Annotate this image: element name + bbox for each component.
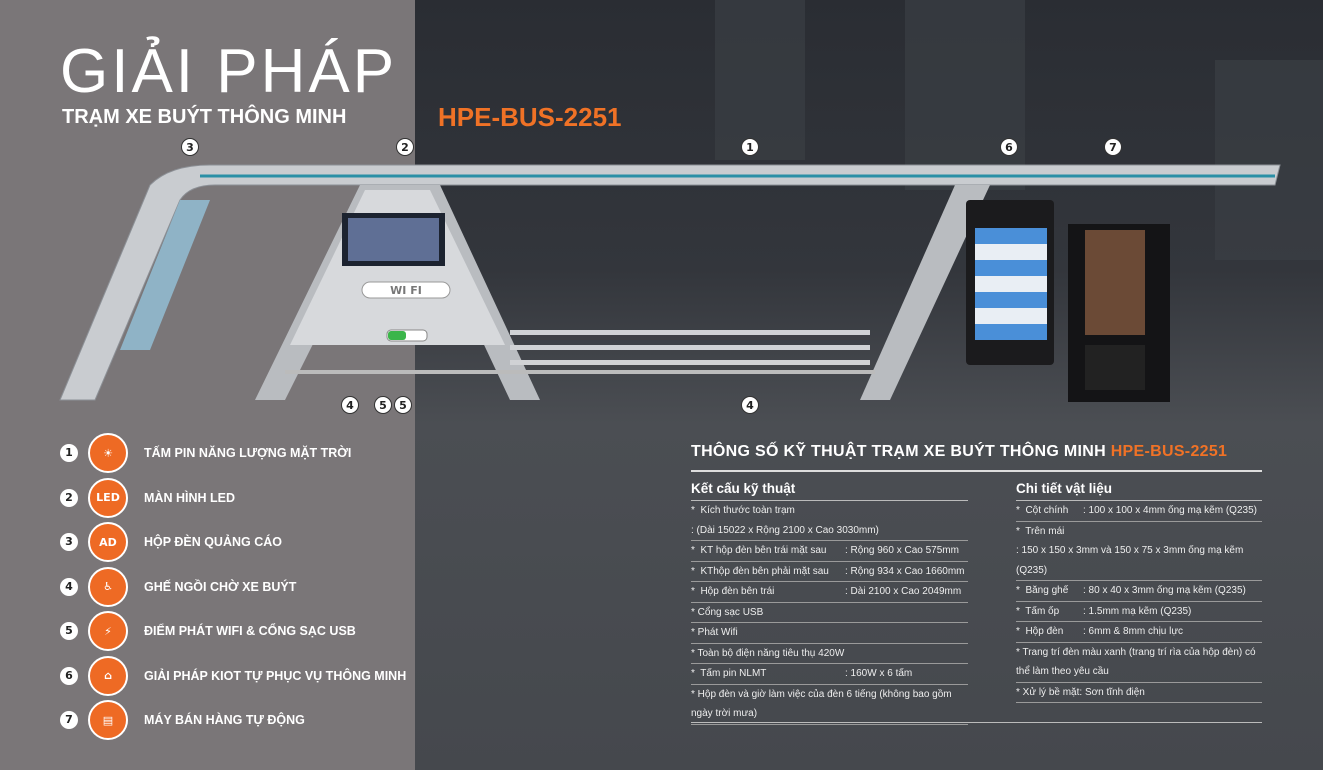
legend-number: 3: [60, 533, 78, 551]
spec-key: * Kích thước toàn trạm: [691, 505, 795, 516]
materials-table: Chi tiết vật liệu * Cột chính : 100 x 100…: [1016, 478, 1262, 703]
structure-table: Kết cấu kỹ thuật * Kích thước toàn trạm:…: [691, 478, 968, 725]
legend-label: HỘP ĐÈN QUẢNG CÁO: [144, 535, 282, 549]
legend-label: TẤM PIN NĂNG LƯỢNG MẶT TRỜI: [144, 446, 352, 460]
legend-label: MÀN HÌNH LED: [144, 490, 235, 505]
spec-key: * Băng ghế: [1016, 585, 1069, 596]
wifi-battery-icon: ⚡: [88, 611, 128, 651]
spec-key: * Toàn bộ điện năng tiêu thụ 420W: [691, 647, 845, 659]
marker-1: 1: [741, 138, 759, 156]
legend-item: 1 ☀ TẤM PIN NĂNG LƯỢNG MẶT TRỜI: [60, 433, 351, 473]
materials-heading: Chi tiết vật liệu: [1016, 478, 1262, 501]
spec-row: * Cổng sạc USB: [691, 603, 968, 623]
specs-title: THÔNG SỐ KỸ THUẬT TRẠM XE BUÝT THÔNG MIN…: [691, 443, 1227, 461]
model-code: HPE-BUS-2251: [438, 102, 622, 132]
spec-row: * Tấm ốp : 1.5mm mạ kẽm (Q235): [1016, 602, 1262, 622]
legend-item: 7 ▤ MÁY BÁN HÀNG TỰ ĐỘNG: [60, 700, 305, 740]
spec-key: * Phát Wifi: [691, 627, 738, 638]
spec-key: * Tấm pin NLMT: [691, 668, 767, 679]
marker-6: 6: [1000, 138, 1018, 156]
spec-row: * Cột chính : 100 x 100 x 4mm ống mạ kẽm …: [1016, 501, 1262, 522]
marker-2: 2: [396, 138, 414, 156]
spec-key: * Xử lý bề mặt: Sơn tĩnh điện: [1016, 686, 1145, 698]
spec-key: * Trên mái: [1016, 525, 1065, 537]
spec-key: * KT hộp đèn bên trái mặt sau: [691, 545, 827, 556]
page-subtitle: TRẠM XE BUÝT THÔNG MINH: [62, 106, 347, 128]
divider: [691, 722, 1262, 723]
spec-row: * Phát Wifi: [691, 623, 968, 644]
spec-value: : 160W x 6 tấm: [845, 668, 913, 679]
legend-number: 7: [60, 711, 78, 729]
spec-row: * Kích thước toàn trạm : (Dài 15022 x Rộn…: [691, 501, 968, 541]
spec-key: * Trang trí đèn màu xanh (trang trí rìa …: [1016, 646, 1256, 678]
legend-label: GHẾ NGỒI CHỜ XE BUÝT: [144, 579, 297, 594]
spec-row: * Hộp đèn bên trái : Dài 2100 x Cao 2049m…: [691, 582, 968, 603]
marker-5: 5: [394, 396, 412, 414]
specs-title-text: THÔNG SỐ KỸ THUẬT TRẠM XE BUÝT THÔNG MIN…: [691, 443, 1111, 460]
legend-label: MÁY BÁN HÀNG TỰ ĐỘNG: [144, 713, 305, 727]
marker-3: 3: [181, 138, 199, 156]
bus-stop-illustration: WI FI: [59, 164, 1281, 402]
ad-lightbox: [120, 200, 210, 350]
structure-heading: Kết cấu kỹ thuật: [691, 478, 968, 501]
legend-item: 3 AD HỘP ĐÈN QUẢNG CÁO: [60, 522, 282, 562]
page-title: GIẢI PHÁP: [60, 37, 398, 106]
spec-value: : 100 x 100 x 4mm ống mạ kẽm (Q235): [1083, 505, 1257, 516]
kiosk-icon: ⌂: [88, 655, 128, 696]
vending-machine-icon: ▤: [88, 700, 128, 740]
legend-number: 2: [60, 488, 78, 507]
spec-value: : (Dài 15022 x Rộng 2100 x Cao 3030mm): [691, 524, 879, 536]
spec-value: : 6mm & 8mm chịu lực: [1083, 626, 1184, 637]
spec-value: : 150 x 150 x 3mm và 150 x 75 x 3mm ống …: [1016, 545, 1244, 576]
spec-row: * Toàn bộ điện năng tiêu thụ 420W: [691, 644, 968, 664]
solar-panel-icon: ☀: [88, 433, 128, 473]
spec-row: * Tấm pin NLMT : 160W x 6 tấm: [691, 664, 968, 685]
legend-item: 6 ⌂ GIẢI PHÁP KIOT TỰ PHỤC VỤ THÔNG MINH: [60, 655, 407, 696]
legend-label: GIẢI PHÁP KIOT TỰ PHỤC VỤ THÔNG MINH: [144, 668, 407, 683]
spec-row: * Băng ghế : 80 x 40 x 3mm ống mạ kẽm (Q2…: [1016, 581, 1262, 602]
spec-row: * Hộp đèn và giờ làm việc của đèn 6 tiến…: [691, 685, 968, 725]
spec-key: * Cổng sạc USB: [691, 606, 764, 618]
legend-item: 2 LED MÀN HÌNH LED: [60, 477, 235, 518]
legend-number: 4: [60, 577, 78, 596]
marker-7: 7: [1104, 138, 1122, 156]
city-background: [415, 0, 1323, 770]
legend-item: 5 ⚡ ĐIỂM PHÁT WIFI & CỔNG SẠC USB: [60, 611, 356, 651]
spec-row: * Hộp đèn : 6mm & 8mm chịu lực: [1016, 622, 1262, 643]
specs-title-model: HPE-BUS-2251: [1110, 443, 1228, 460]
spec-key: * KThộp đèn bên phải mặt sau: [691, 565, 829, 577]
building: [905, 0, 1025, 190]
spec-key: * Hộp đèn và giờ làm việc của đèn 6 tiến…: [691, 688, 952, 720]
spec-key: * Hộp đèn bên trái: [691, 586, 775, 597]
spec-row: * Trang trí đèn màu xanh (trang trí rìa …: [1016, 643, 1262, 683]
divider: [691, 470, 1262, 472]
spec-value: : Dài 2100 x Cao 2049mm: [845, 586, 962, 597]
legend-number: 6: [60, 666, 78, 685]
marker-4: 4: [741, 396, 759, 414]
legend-number: 1: [60, 444, 78, 462]
spec-key: * Hộp đèn: [1016, 626, 1064, 637]
marker-5: 5: [374, 396, 392, 414]
spec-row: * Trên mái : 150 x 150 x 3mm và 150 x 75 …: [1016, 522, 1262, 581]
legend-number: 5: [60, 622, 78, 640]
wifi-label: WI FI: [390, 284, 422, 297]
spec-value: : Rộng 934 x Cao 1660mm: [845, 565, 965, 577]
spec-row: * KT hộp đèn bên trái mặt sau : Rộng 960 …: [691, 541, 968, 562]
legend-item: 4 ♿ GHẾ NGỒI CHỜ XE BUÝT: [60, 566, 297, 607]
spec-value: : 80 x 40 x 3mm ống mạ kẽm (Q235): [1083, 585, 1246, 596]
spec-key: * Tấm ốp: [1016, 605, 1060, 617]
spec-key: * Cột chính: [1016, 505, 1069, 516]
marker-4: 4: [341, 396, 359, 414]
spec-row: * Xử lý bề mặt: Sơn tĩnh điện: [1016, 683, 1262, 703]
building: [715, 0, 805, 160]
spec-value: : Rộng 960 x Cao 575mm: [845, 545, 959, 556]
spec-value: : 1.5mm mạ kẽm (Q235): [1083, 605, 1192, 617]
building: [1215, 60, 1323, 260]
ad-board-icon: AD: [88, 522, 128, 562]
spec-row: * KThộp đèn bên phải mặt sau : Rộng 934 x…: [691, 562, 968, 582]
led-screen-icon: LED: [88, 477, 128, 518]
seated-person-icon: ♿: [88, 566, 128, 607]
legend-label: ĐIỂM PHÁT WIFI & CỔNG SẠC USB: [144, 624, 356, 638]
